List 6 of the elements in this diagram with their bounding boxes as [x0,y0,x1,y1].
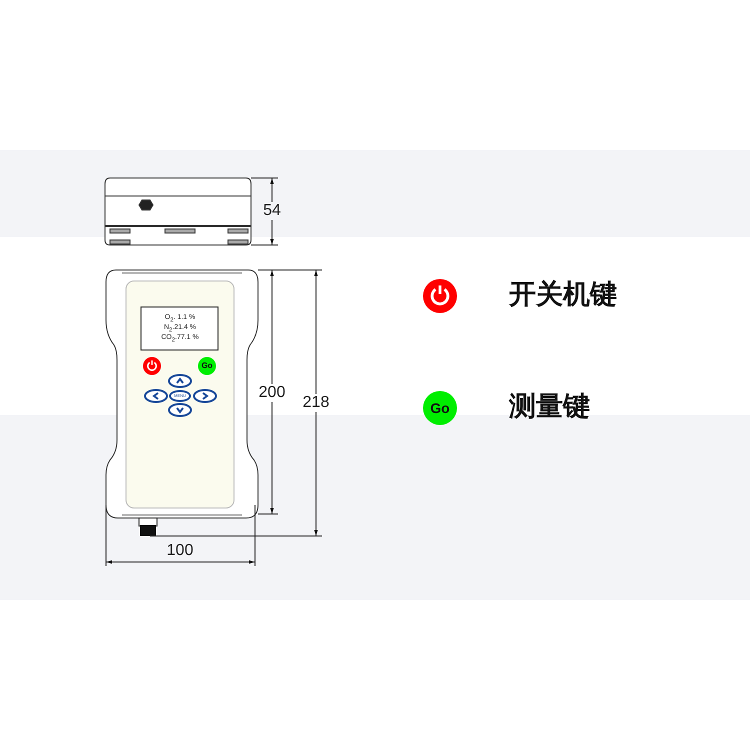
legend-label: 测量键 [509,393,590,420]
go-button: Go [423,391,457,425]
legend-label: 开关机键 [509,281,617,308]
dimension-value: 200 [258,384,286,402]
dimension-value: 218 [302,394,330,412]
dimension-value: 54 [262,202,282,220]
